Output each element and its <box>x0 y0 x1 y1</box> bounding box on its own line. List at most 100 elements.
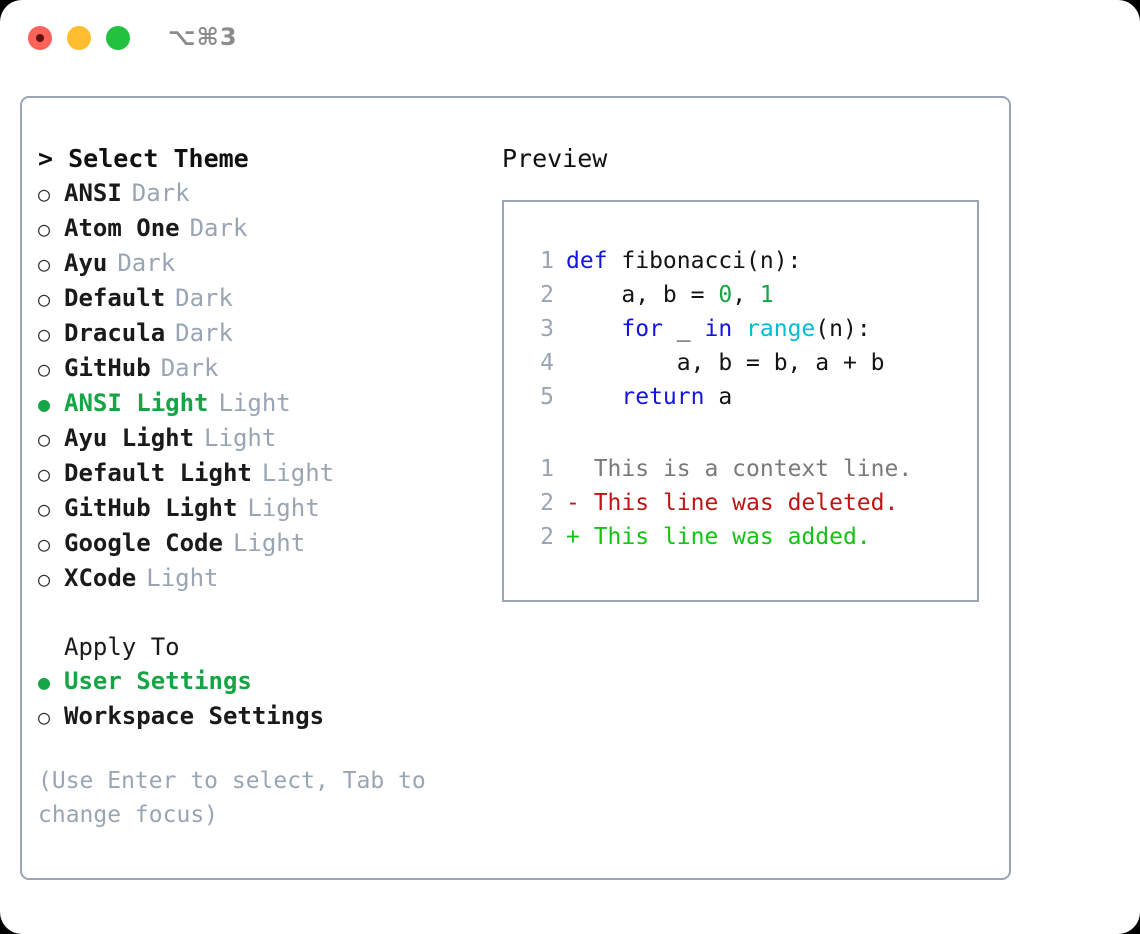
close-dot-icon <box>36 34 44 42</box>
theme-option-dracula[interactable]: ○ Dracula Dark <box>38 316 488 351</box>
code-line-text: a, b = b, a + b <box>566 346 885 380</box>
theme-option-tag: Light <box>204 424 277 452</box>
theme-option-label: Ayu Light <box>64 424 195 452</box>
theme-option-tag: Dark <box>175 319 233 347</box>
diff-line: 2+ This line was added. <box>520 520 977 554</box>
theme-option-tag: Light <box>232 529 306 557</box>
code-line: 4 a, b = b, a + b <box>520 346 977 380</box>
radio-unselected-icon: ○ <box>38 705 51 729</box>
code-line-number: 4 <box>540 350 554 376</box>
radio-unselected-icon: ○ <box>38 567 51 591</box>
theme-option-github[interactable]: ○ GitHub Dark <box>38 351 488 386</box>
code-token-kw: in <box>704 316 733 342</box>
theme-option-label: Default Light <box>64 459 252 487</box>
code-token-kw: def <box>566 248 622 274</box>
apply-to-option-label: User Settings <box>64 667 252 695</box>
theme-option-label: GitHub <box>64 354 151 382</box>
apply-to-list[interactable]: ● User Settings ○ Workspace Settings <box>38 664 488 734</box>
diff-line-number: 2 <box>540 524 554 550</box>
theme-option-label: Dracula <box>64 319 166 347</box>
theme-option-tag: Light <box>146 564 219 592</box>
radio-unselected-icon: ○ <box>38 427 51 451</box>
code-token-plain <box>566 316 621 342</box>
radio-unselected-icon: ○ <box>38 217 51 241</box>
radio-unselected-icon: ○ <box>38 252 51 276</box>
apply-to-option-user-settings[interactable]: ● User Settings <box>38 664 488 699</box>
theme-option-label: Ayu <box>64 249 108 277</box>
diff-marker: + <box>566 524 580 550</box>
code-line-text: def fibonacci(n): <box>566 244 801 278</box>
theme-option-tag: Dark <box>160 354 219 382</box>
radio-unselected-icon: ○ <box>38 462 51 486</box>
diff-marker: - <box>566 490 580 516</box>
theme-option-ayu-light[interactable]: ○ Ayu Light Light <box>38 421 488 456</box>
code-line-text: for _ in range(n): <box>566 312 871 346</box>
diff-marker <box>566 452 580 486</box>
code-line: 2 a, b = 0, 1 <box>520 278 977 312</box>
maximize-button-icon[interactable] <box>106 26 130 50</box>
code-token-num: 0 <box>718 282 733 308</box>
code-line-number: 3 <box>540 316 554 342</box>
close-button-icon[interactable] <box>28 26 52 50</box>
minimize-button-icon[interactable] <box>67 26 91 50</box>
code-token-plain: _ <box>662 316 705 342</box>
diff-line-number: 1 <box>540 456 554 482</box>
code-token-plain: a <box>704 384 733 410</box>
code-line-number: 1 <box>540 248 554 274</box>
code-line-text: a, b = 0, 1 <box>566 278 774 312</box>
theme-option-tag: Light <box>261 459 335 487</box>
apply-to-header: Apply To <box>64 633 180 661</box>
diff-line-text: This line was deleted. <box>579 490 899 516</box>
radio-selected-icon: ● <box>38 392 51 416</box>
code-token-fn: range <box>746 316 816 342</box>
theme-option-xcode[interactable]: ○ XCode Light <box>38 561 488 596</box>
theme-option-default-light[interactable]: ○ Default Light Light <box>38 456 488 491</box>
code-token-plain <box>732 316 746 342</box>
theme-option-label: ANSI <box>64 179 122 207</box>
code-line-number: 5 <box>540 384 554 410</box>
code-token-plain: fibonacci(n): <box>621 248 802 274</box>
diff-line: 1 This is a context line. <box>520 452 977 486</box>
preview-title: Preview <box>502 144 608 173</box>
code-line-text: return a <box>566 380 732 414</box>
select-theme-header: > Select Theme <box>38 144 249 173</box>
code-token-plain: (n): <box>815 316 871 342</box>
code-token-kw: return <box>621 384 705 410</box>
theme-option-tag: Light <box>247 494 320 522</box>
theme-option-label: Google Code <box>64 529 223 557</box>
theme-option-tag: Dark <box>117 249 176 277</box>
radio-selected-icon: ● <box>38 670 51 694</box>
code-line: 3 for _ in range(n): <box>520 312 977 346</box>
theme-option-ayu[interactable]: ○ Ayu Dark <box>38 246 488 281</box>
code-token-plain: a, b = b, a + b <box>566 350 885 376</box>
radio-unselected-icon: ○ <box>38 532 51 556</box>
apply-to-option-workspace-settings[interactable]: ○ Workspace Settings <box>38 699 488 734</box>
theme-option-tag: Dark <box>175 284 233 312</box>
theme-option-tag: Dark <box>189 214 248 242</box>
diff-sample-block: 1 This is a context line. 2- This line wa… <box>520 452 977 554</box>
list-spacer <box>38 596 488 630</box>
radio-unselected-icon: ○ <box>38 287 51 311</box>
apply-to-option-label: Workspace Settings <box>64 702 325 730</box>
radio-unselected-icon: ○ <box>38 322 51 346</box>
theme-option-label: XCode <box>64 564 137 592</box>
titlebar-shortcut-label: ⌥⌘3 <box>168 23 238 51</box>
radio-unselected-icon: ○ <box>38 357 51 381</box>
diff-line-number: 2 <box>540 490 554 516</box>
code-token-num: 1 <box>759 282 774 308</box>
theme-option-google-code[interactable]: ○ Google Code Light <box>38 526 488 561</box>
code-token-plain: , <box>732 282 760 308</box>
theme-option-label: ANSI Light <box>64 389 209 417</box>
code-line-number: 2 <box>540 282 554 308</box>
